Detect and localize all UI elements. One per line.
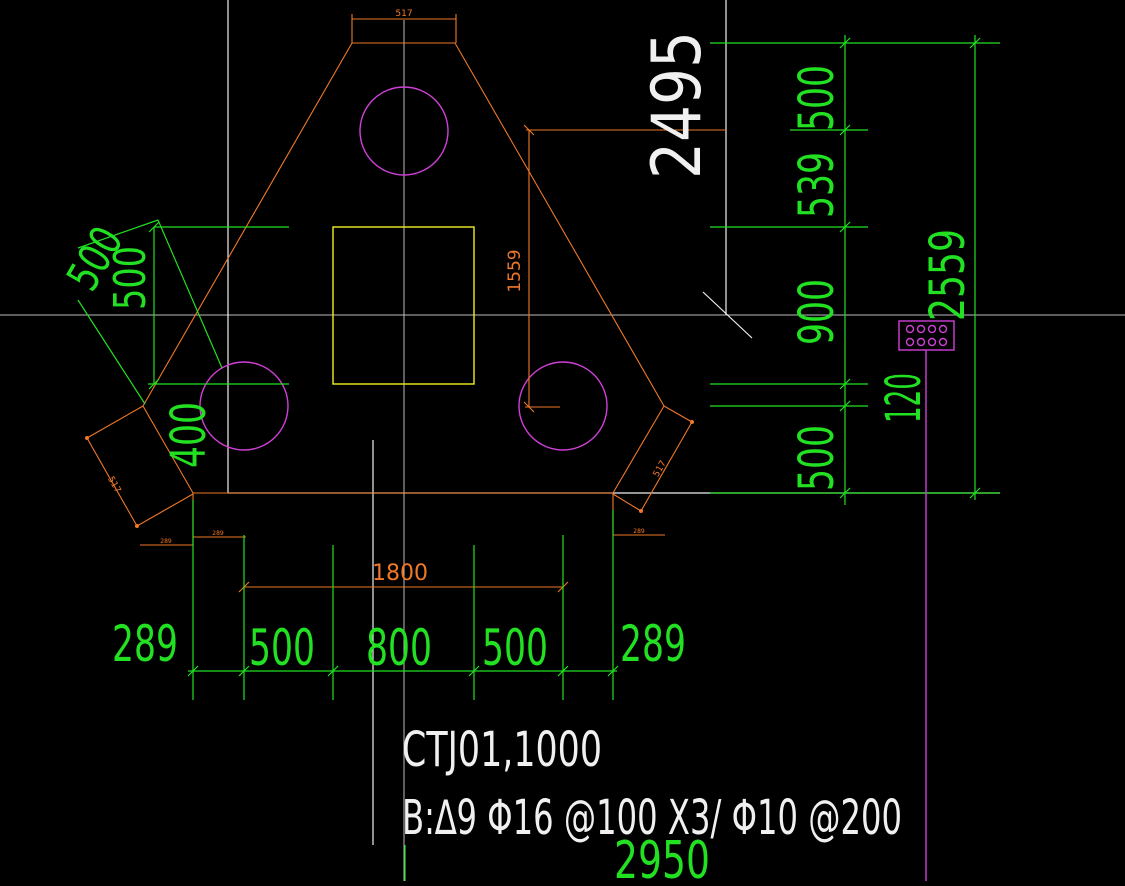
dim-bottom-289-right-label: 289: [620, 615, 686, 673]
dim-pile-horizontal: 1800: [238, 561, 569, 593]
dim-bottom-chain: 289 500 800 500 289: [112, 500, 686, 700]
dim-top-2495-label: 2495: [638, 31, 717, 179]
dim-bottom-289-left-label: 289: [112, 615, 178, 673]
dim-right-900-label: 900: [789, 279, 845, 345]
dim-left-400-label: 400: [161, 402, 217, 468]
rebar-section-symbol[interactable]: [898, 320, 955, 881]
piles: [199, 86, 608, 451]
rebar-box: [898, 320, 955, 351]
dim-pile-vertical: 1559: [505, 124, 726, 413]
dim-right-500-bottom-label: 500: [789, 425, 845, 491]
dim-bottom-500-left-label: 500: [249, 619, 315, 677]
dim-left-edge-label: 517: [105, 475, 122, 495]
dim-right-500-top-label: 500: [789, 65, 845, 131]
dim-small-right-label: 289: [633, 528, 645, 535]
dim-bottom-small: 289 289 289: [160, 528, 645, 545]
dim-right-539-label: 539: [789, 152, 845, 218]
dim-left-chain: 500 500 400: [57, 218, 289, 468]
pile-cap-outline[interactable]: [140, 42, 665, 546]
dim-left-rot-500-b-label: 500: [105, 246, 156, 310]
dim-small-left-label: 289: [160, 538, 172, 545]
pile-top[interactable]: [359, 86, 449, 176]
reinforcement-label: B:∆9 Φ16 @100 X3/ Φ10 @200: [402, 790, 902, 846]
dim-right-120-label: 120: [876, 373, 932, 423]
dim-right-chain: 500 539 900 500 120 2559: [710, 35, 1000, 505]
dim-small-mid-label: 289: [212, 530, 224, 537]
dim-right-2559-label: 2559: [920, 229, 976, 321]
dim-bottom-800-label: 800: [366, 619, 432, 677]
column-rectangle[interactable]: [332, 226, 475, 385]
tick-mark: [702, 291, 753, 339]
cap-id-label: CTJ01,1000: [402, 722, 602, 778]
dim-right-edge: 517: [612, 405, 694, 513]
dim-right-edge-label: 517: [652, 459, 669, 479]
dim-top-edge: 517: [351, 9, 457, 43]
pile-right[interactable]: [518, 361, 608, 451]
dim-pile-vertical-label: 1559: [505, 249, 525, 292]
dim-top-edge-label: 517: [395, 9, 412, 19]
dim-pile-horizontal-label: 1800: [372, 561, 428, 586]
dim-bottom-500-right-label: 500: [482, 619, 548, 677]
pile-left[interactable]: [199, 361, 289, 451]
dim-total-width-label: 2950: [614, 831, 710, 881]
